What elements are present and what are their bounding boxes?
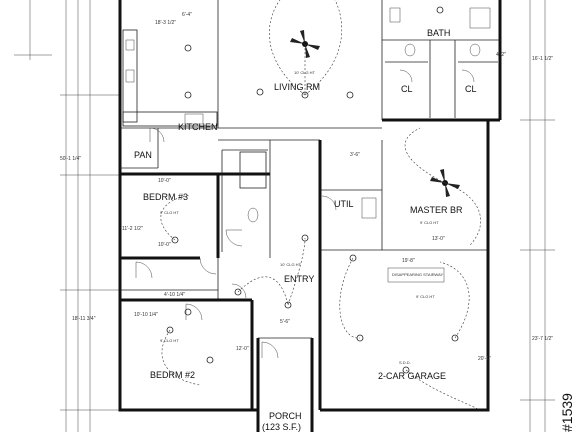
room-label-pan: PAN xyxy=(134,150,152,160)
note-disappearing-stairway: DISAPPEARING STAIRWAY xyxy=(392,272,444,277)
note-clg-master: 9' CLG HT xyxy=(420,220,439,225)
dim-kitchen-top: 10'-0" xyxy=(158,178,171,184)
exterior-walls xyxy=(118,0,502,432)
note-clg-entry: 10' CLG HT xyxy=(280,262,302,267)
dim-master-w: 13'-0" xyxy=(432,236,445,242)
room-label-kitchen: KITCHEN xyxy=(178,122,218,132)
dim-entry-w: 5'-6" xyxy=(280,319,290,325)
room-label-porch: PORCH xyxy=(269,411,302,421)
dim-util-w: 3'-6" xyxy=(350,152,360,158)
interior-walls xyxy=(120,0,500,410)
dim-left-lower: 18'-11 3/4" xyxy=(72,316,96,322)
room-label-living: LIVING RM xyxy=(274,82,320,92)
dim-living-top: 18'-3 1/2" xyxy=(155,20,176,26)
disappearing-stairway xyxy=(387,267,445,283)
kitchen-cabinets xyxy=(122,29,218,127)
note-clg-living: 10' CLG HT xyxy=(294,70,316,75)
room-label-closet-right: CL xyxy=(465,84,477,94)
dim-hall-w: 4'-10 1/4" xyxy=(164,292,185,298)
bath-fixtures xyxy=(239,7,491,223)
room-label-master: MASTER BR xyxy=(410,205,463,215)
dim-left-total: 50'-1 1/4" xyxy=(60,156,81,162)
dim-garage-h: 20'-1" xyxy=(478,356,491,362)
room-label-garage: 2-CAR GARAGE xyxy=(378,371,446,381)
note-clg-bed3: 9' CLG HT xyxy=(160,210,179,215)
dim-bath-w: 4'-2" xyxy=(496,52,506,58)
room-label-entry: ENTRY xyxy=(284,274,314,284)
room-label-bath: BATH xyxy=(427,28,450,38)
dim-right-upper: 16'-1 1/2" xyxy=(532,56,553,62)
room-label-closet-left: CL xyxy=(401,84,413,94)
dim-garage-w: 19'-8" xyxy=(402,258,415,264)
note-sdd: S.D.D. xyxy=(399,360,411,365)
dim-kitchen-left: 6'-4" xyxy=(182,12,192,18)
dim-bedrm3-h: 11'-2 1/2" xyxy=(122,226,143,232)
dim-bedrm3-w: 10'-0" xyxy=(158,242,171,248)
room-label-porch-area: (123 S.F.) xyxy=(262,422,301,432)
sheet-number: #1539 xyxy=(559,393,575,432)
note-clg-bed2: 9' CLG HT xyxy=(160,338,179,343)
right-dimension-lines xyxy=(520,0,555,432)
dim-bedrm2-h: 12'-0" xyxy=(236,346,249,352)
wiring-runs xyxy=(160,0,481,411)
room-label-util: UTIL xyxy=(334,199,354,209)
left-dimension-lines xyxy=(14,0,120,432)
note-clg-garage: 9' CLG HT xyxy=(416,294,435,299)
room-label-bedrm3: BEDRM #3 xyxy=(143,192,188,202)
dim-bedrm2-w: 10'-10 1/4" xyxy=(134,312,158,318)
dim-right-lower: 23'-7 1/2" xyxy=(532,336,553,342)
room-label-bedrm2: BEDRM #2 xyxy=(150,370,195,380)
